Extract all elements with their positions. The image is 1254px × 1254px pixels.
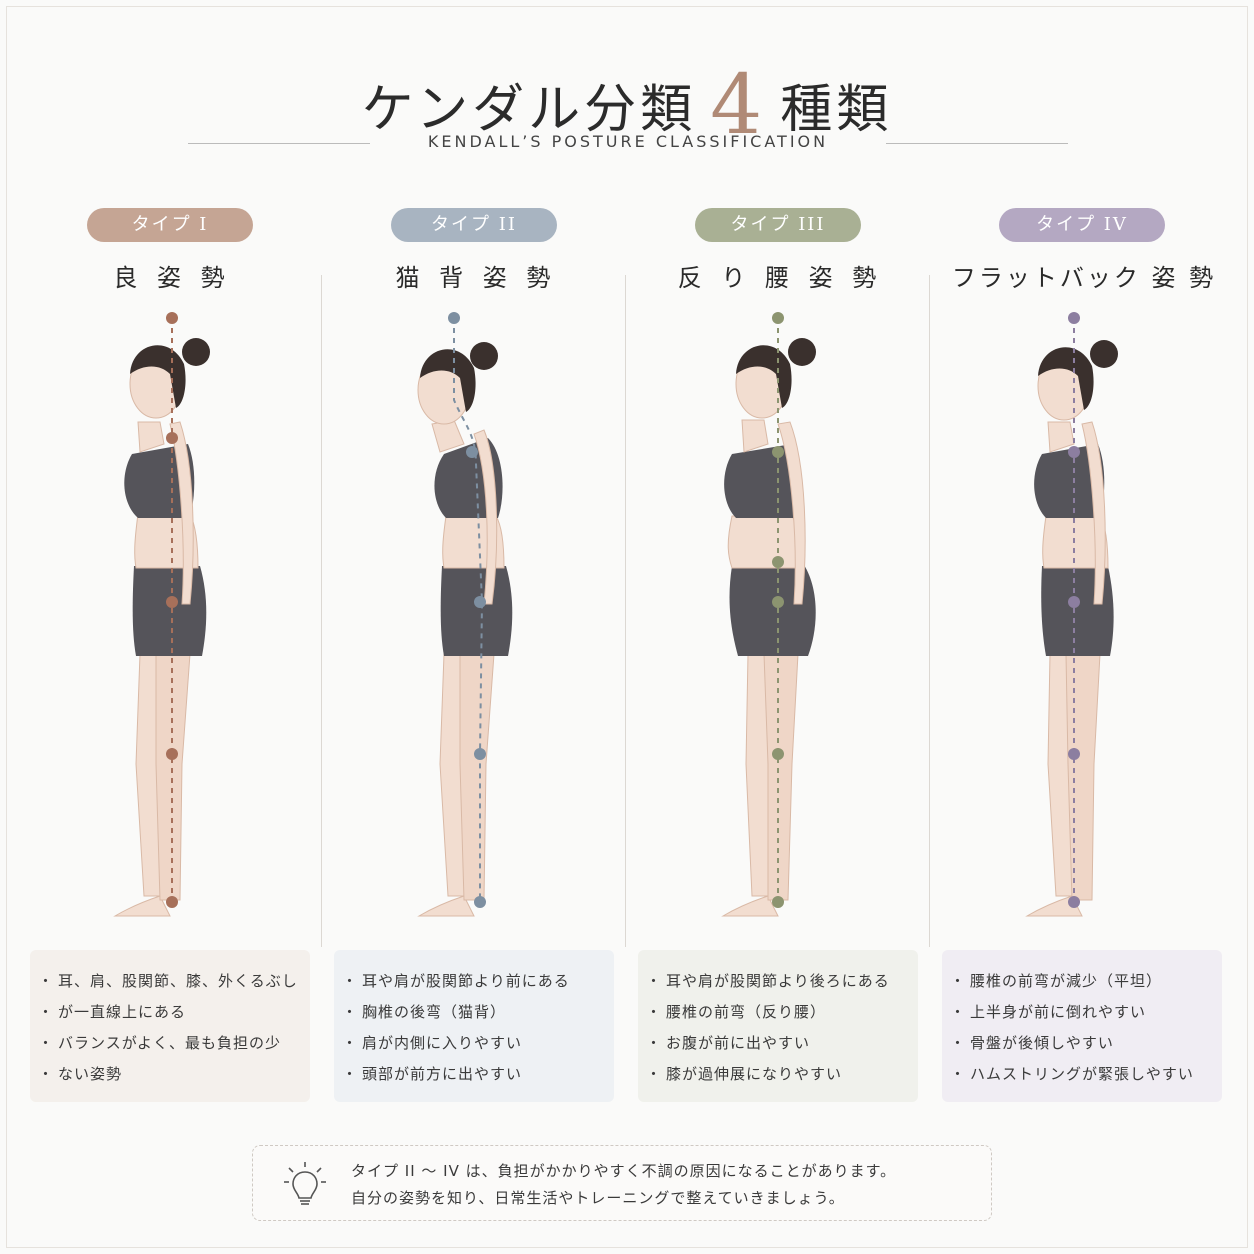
- woman-figure: [721, 338, 816, 917]
- type-badge: タイプ II: [391, 208, 557, 242]
- title-suffix: 種類: [780, 80, 893, 140]
- type-badge: タイプ I: [87, 208, 253, 242]
- alignment-point: [772, 596, 784, 608]
- alignment-point: [474, 896, 486, 908]
- description-item: 耳や肩が股関節より前にある: [342, 966, 614, 997]
- woman-figure: [417, 342, 513, 917]
- column-divider: [625, 275, 626, 947]
- alignment-point: [1068, 896, 1080, 908]
- description-item: 腰椎の前弯が減少（平坦）: [950, 966, 1222, 997]
- type-column-3: タイプ III 反 り 腰 姿 勢 耳や肩が股関節より後ろにある 腰椎の前弯（反…: [628, 208, 932, 1108]
- alignment-point: [1068, 596, 1080, 608]
- info-note: タイプ II 〜 IV は、負担がかかりやすく不調の原因になることがあります。 …: [252, 1145, 992, 1221]
- posture-name: 良 姿 勢: [113, 264, 231, 292]
- description-box: 耳や肩が股関節より前にある 胸椎の後弯（猫背） 肩が内側に入りやすい 頭部が前方…: [334, 950, 614, 1102]
- alignment-point: [166, 896, 178, 908]
- column-divider: [929, 275, 930, 947]
- subtitle-row: KENDALL’S POSTURE CLASSIFICATION: [188, 132, 1068, 156]
- posture-name: フラットバック 姿 勢: [951, 264, 1217, 292]
- column-divider: [321, 275, 322, 947]
- lightbulb-icon: [284, 1162, 326, 1205]
- description-item: ない姿勢: [38, 1059, 310, 1090]
- type-badge: タイプ IV: [999, 208, 1165, 242]
- woman-figure: [1025, 340, 1118, 917]
- description-item: お腹が前に出やすい: [646, 1028, 918, 1059]
- alignment-point: [772, 896, 784, 908]
- subtitle-rule-right: [886, 143, 1068, 144]
- posture-figure-lordosis: [721, 312, 816, 917]
- alignment-point: [166, 432, 178, 444]
- alignment-point: [474, 748, 486, 760]
- posture-figure-kyphosis: [417, 312, 513, 917]
- alignment-point: [448, 312, 460, 324]
- subtitle-rule-left: [188, 143, 370, 144]
- description-item: 膝が過伸展になりやすい: [646, 1059, 918, 1090]
- alignment-point: [772, 748, 784, 760]
- description-item: が一直線上にある: [38, 997, 310, 1028]
- description-item: 頭部が前方に出やすい: [342, 1059, 614, 1090]
- alignment-point: [772, 312, 784, 324]
- description-box: 耳や肩が股関節より後ろにある 腰椎の前弯（反り腰） お腹が前に出やすい 膝が過伸…: [638, 950, 918, 1102]
- alignment-point: [166, 748, 178, 760]
- alignment-point: [474, 596, 486, 608]
- page-frame: [6, 6, 1248, 1248]
- note-line-1: タイプ II 〜 IV は、負担がかかりやすく不調の原因になることがあります。: [351, 1162, 897, 1180]
- description-item: 耳や肩が股関節より後ろにある: [646, 966, 918, 997]
- posture-name: 猫 背 姿 勢: [395, 264, 557, 292]
- alignment-point: [1068, 312, 1080, 324]
- title-prefix: ケンダル分類: [361, 80, 697, 140]
- alignment-point: [772, 556, 784, 568]
- note-line-2: 自分の姿勢を知り、日常生活やトレーニングで整えていきましょう。: [351, 1189, 845, 1207]
- type-column-2: タイプ II 猫 背 姿 勢 耳や肩が股関節より前にある 胸椎の後弯（猫背） 肩…: [324, 208, 628, 1108]
- description-item: 骨盤が後傾しやすい: [950, 1028, 1222, 1059]
- description-item: 胸椎の後弯（猫背）: [342, 997, 614, 1028]
- alignment-point: [1068, 748, 1080, 760]
- description-box: 腰椎の前弯が減少（平坦） 上半身が前に倒れやすい 骨盤が後傾しやすい ハムストリ…: [942, 950, 1222, 1102]
- type-badge: タイプ III: [695, 208, 861, 242]
- posture-figure-good: [113, 312, 210, 917]
- title-number: 4: [710, 58, 767, 153]
- description-item: 腰椎の前弯（反り腰）: [646, 997, 918, 1028]
- note-text: タイプ II 〜 IV は、負担がかかりやすく不調の原因になることがあります。 …: [351, 1158, 896, 1212]
- description-box: 耳、肩、股関節、膝、外くるぶし が一直線上にある バランスがよく、最も負担の少 …: [30, 950, 310, 1102]
- type-column-4: タイプ IV フラットバック 姿 勢 腰椎の前弯が減少（平坦） 上半身が前に倒れ…: [932, 208, 1236, 1108]
- description-item: 耳、肩、股関節、膝、外くるぶし: [38, 966, 310, 997]
- posture-name: 反 り 腰 姿 勢: [677, 264, 883, 292]
- alignment-point: [166, 596, 178, 608]
- page-subtitle: KENDALL’S POSTURE CLASSIFICATION: [427, 132, 829, 151]
- alignment-point: [1068, 446, 1080, 458]
- description-item: 肩が内側に入りやすい: [342, 1028, 614, 1059]
- alignment-point: [772, 446, 784, 458]
- posture-figure-flatback: [1025, 312, 1118, 917]
- alignment-point: [166, 312, 178, 324]
- alignment-point: [466, 446, 478, 458]
- woman-figure: [113, 338, 210, 917]
- description-item: バランスがよく、最も負担の少: [38, 1028, 310, 1059]
- description-item: 上半身が前に倒れやすい: [950, 997, 1222, 1028]
- type-column-1: タイプ I 良 姿 勢 耳、肩、股関節、膝、外くるぶし が一直線上にある バラン…: [20, 208, 324, 1108]
- description-item: ハムストリングが緊張しやすい: [950, 1059, 1222, 1090]
